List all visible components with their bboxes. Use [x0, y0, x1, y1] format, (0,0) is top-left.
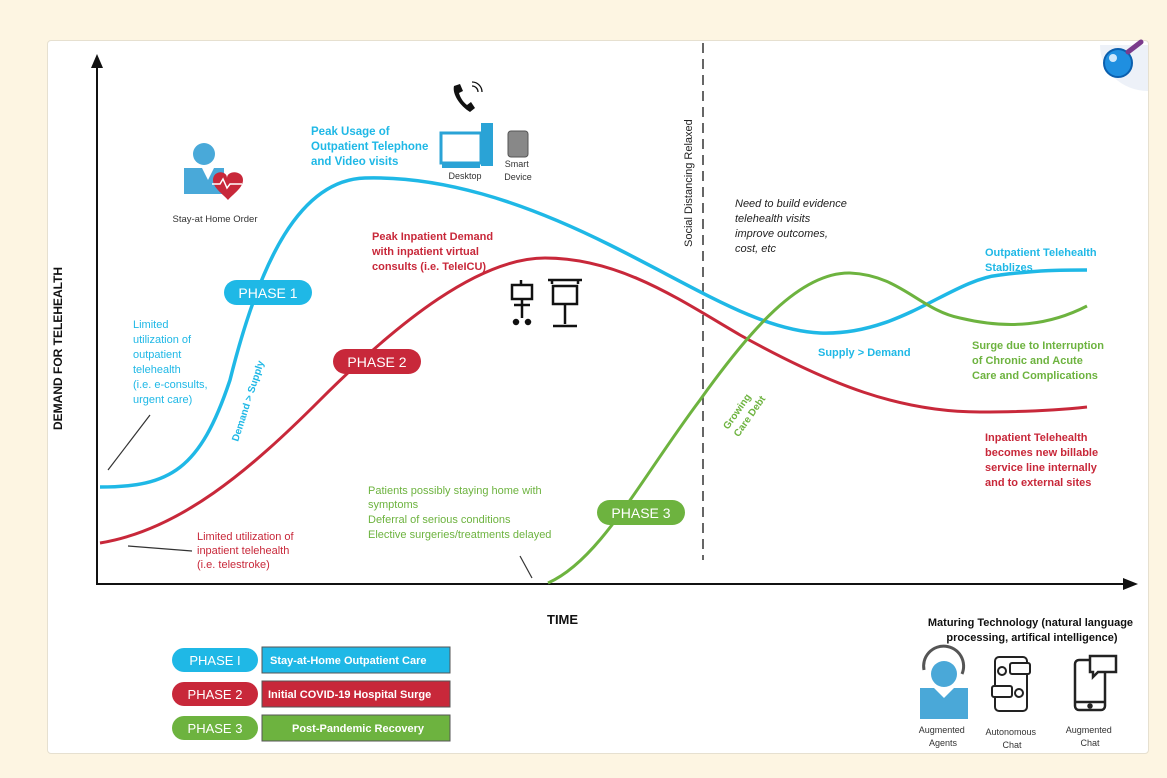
svg-text:Post-Pandemic Recovery: Post-Pandemic Recovery	[292, 723, 425, 735]
axes	[91, 54, 1138, 590]
phase2-curve	[99, 256, 1088, 545]
legend-phase3: PHASE 3 Post-Pandemic Recovery	[172, 714, 451, 742]
smart-device-icon	[507, 130, 529, 158]
phase1-badge: PHASE 1	[224, 280, 312, 305]
pointer-line	[127, 545, 193, 552]
svg-text:PHASE 3: PHASE 3	[188, 721, 243, 736]
svg-text:PHASE 2: PHASE 2	[347, 354, 406, 370]
agent-icon	[920, 644, 968, 719]
augmented-chat-label: Augmented Chat	[1066, 725, 1115, 748]
diagram-card	[47, 40, 1149, 754]
peak-inpatient-note: Peak Inpatient Demand with inpatient vir…	[371, 231, 496, 273]
surge-note: Surge due to Interruption of Chronic and…	[972, 340, 1107, 382]
phase3-curve	[547, 271, 1088, 585]
zoom-magnifier-icon[interactable]	[1100, 39, 1148, 91]
technology-title: Maturing Technology (natural language pr…	[928, 617, 1136, 644]
phone-chat-icon	[1073, 654, 1118, 712]
need-evidence-note: Need to build evidence telehealth visits…	[735, 198, 850, 255]
legend-phase1: PHASE I Stay-at-Home Outpatient Care	[172, 646, 451, 674]
desktop-label: Desktop	[448, 171, 481, 181]
svg-text:Stay-at-Home Outpatient Care: Stay-at-Home Outpatient Care	[270, 655, 426, 667]
inpatient-billable-note: Inpatient Telehealth becomes new billabl…	[985, 432, 1101, 489]
svg-text:PHASE 2: PHASE 2	[188, 687, 243, 702]
outpatient-stabilizes-note: Outpatient Telehealth Stablizes	[985, 247, 1100, 274]
phase3-badge: PHASE 3	[597, 500, 685, 525]
limited-outpatient-note: Limited utilization of outpatient telehe…	[133, 319, 211, 406]
legend-phase2: PHASE 2 Initial COVID-19 Hospital Surge	[172, 680, 451, 708]
desktop-icon	[439, 123, 493, 168]
supply-demand-note: Supply > Demand	[818, 347, 911, 359]
legend: PHASE I Stay-at-Home Outpatient Care PHA…	[172, 646, 451, 742]
tele-icu-cart-icon	[548, 278, 582, 328]
patients-home-note: Patients possibly staying home with symp…	[368, 485, 551, 541]
social-distancing-label: Social Distancing Relaxed	[683, 119, 695, 247]
stay-home-label: Stay-at Home Order	[173, 214, 258, 225]
phase1-curve	[99, 176, 1088, 489]
chatbot-icon	[991, 656, 1031, 712]
x-axis-label: TIME	[547, 612, 578, 627]
smart-device-label: Smart Device	[504, 159, 532, 182]
svg-text:PHASE I: PHASE I	[189, 653, 240, 668]
augmented-agents-label: Augmented Agents	[919, 725, 968, 748]
svg-text:PHASE 1: PHASE 1	[238, 285, 297, 301]
limited-inpatient-note: Limited utilization of inpatient telehea…	[197, 531, 297, 571]
stay-home-person-icon	[184, 143, 243, 200]
telepresence-robot-icon	[510, 280, 534, 326]
growing-debt-note: Growing Care Debt	[721, 386, 768, 439]
peak-outpatient-note: Peak Usage of Outpatient Telephone and V…	[311, 126, 432, 168]
svg-text:PHASE 3: PHASE 3	[611, 505, 670, 521]
demand-supply-note: Demand > Supply	[230, 359, 267, 443]
svg-text:Initial COVID-19 Hospital Surg: Initial COVID-19 Hospital Surge	[268, 689, 431, 701]
phase2-badge: PHASE 2	[333, 349, 421, 374]
pointer-line	[107, 414, 151, 471]
telephone-icon	[453, 81, 483, 112]
y-axis-label: DEMAND FOR TELEHEALTH	[51, 267, 65, 430]
pointer-line	[519, 555, 533, 579]
autonomous-chat-label: Autonomous Chat	[985, 727, 1038, 750]
